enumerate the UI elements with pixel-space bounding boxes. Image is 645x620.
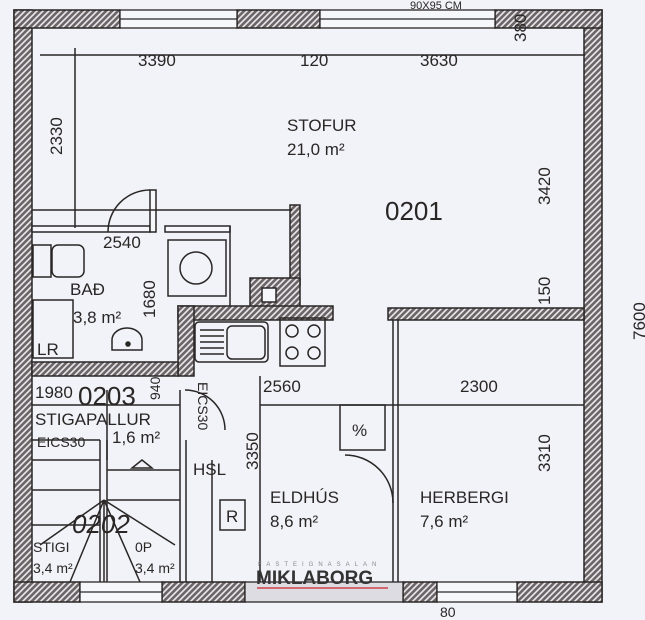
dim-top-right: 3630 bbox=[420, 51, 458, 70]
unit-number-main: 0201 bbox=[385, 196, 443, 226]
dim-overall-height: 7600 bbox=[630, 302, 645, 340]
room-eldhus-area: 8,6 m² bbox=[270, 512, 319, 531]
dim-top-wall: 380 bbox=[511, 14, 530, 42]
dim-left-upper: 2330 bbox=[47, 117, 66, 155]
dim-bath-width: 2540 bbox=[103, 233, 141, 252]
room-herbergi-name: HERBERGI bbox=[420, 488, 509, 507]
dim-kitchen-height: 3350 bbox=[243, 432, 262, 470]
label-eics30-door: EICS30 bbox=[195, 382, 211, 430]
label-r: R bbox=[226, 507, 238, 526]
watermark-small: FASTEIGNASALAN bbox=[258, 562, 381, 568]
unit-number-landing: 0203 bbox=[78, 381, 136, 411]
room-stigapallur-area: 1,6 m² bbox=[112, 428, 161, 447]
interior-walls bbox=[31, 189, 585, 582]
dim-bottom: 80 bbox=[440, 604, 456, 620]
dim-kitchen-width: 2560 bbox=[263, 377, 301, 396]
dim-room-height: 3310 bbox=[535, 434, 554, 472]
label-lr: LR bbox=[37, 340, 59, 359]
room-stigapallur-name: STIGAPALLUR bbox=[35, 410, 151, 429]
dim-top-mid: 120 bbox=[300, 51, 328, 70]
dim-right-gap: 150 bbox=[535, 277, 554, 305]
room-bad-name: BAÐ bbox=[70, 280, 105, 299]
dim-landing-width: 1980 bbox=[35, 383, 73, 402]
label-eics30: EICS30 bbox=[37, 434, 85, 450]
windows bbox=[79, 9, 518, 603]
room-bad-area: 3,8 m² bbox=[73, 308, 122, 327]
dim-top-left: 3390 bbox=[138, 51, 176, 70]
room-op-name: 0P bbox=[135, 539, 152, 555]
room-eldhus-name: ELDHÚS bbox=[270, 488, 339, 507]
watermark-brand: MIKLABORG bbox=[256, 568, 373, 589]
dim-bath-height: 1680 bbox=[140, 280, 159, 318]
room-op-area: 3,4 m² bbox=[135, 560, 175, 576]
room-stigi-name: STIGI bbox=[33, 539, 70, 555]
room-stigi-area: 3,4 m² bbox=[33, 560, 73, 576]
room-herbergi-area: 7,6 m² bbox=[420, 512, 469, 531]
label-percent: % bbox=[352, 421, 367, 440]
label-hsl: HSL bbox=[193, 460, 226, 479]
dim-room-width: 2300 bbox=[460, 377, 498, 396]
dim-right-upper: 3420 bbox=[535, 167, 554, 205]
room-stofur-area: 21,0 m² bbox=[287, 140, 345, 159]
room-stofur-name: STOFUR bbox=[287, 116, 357, 135]
watermark-logo: FASTEIGNASALAN MIKLABORG bbox=[256, 562, 388, 589]
dim-landing-height: 940 bbox=[147, 376, 163, 400]
unit-number-stairs: 0202 bbox=[72, 509, 130, 539]
fixtures bbox=[32, 48, 585, 583]
top-note: 90X95 CM bbox=[410, 0, 462, 12]
